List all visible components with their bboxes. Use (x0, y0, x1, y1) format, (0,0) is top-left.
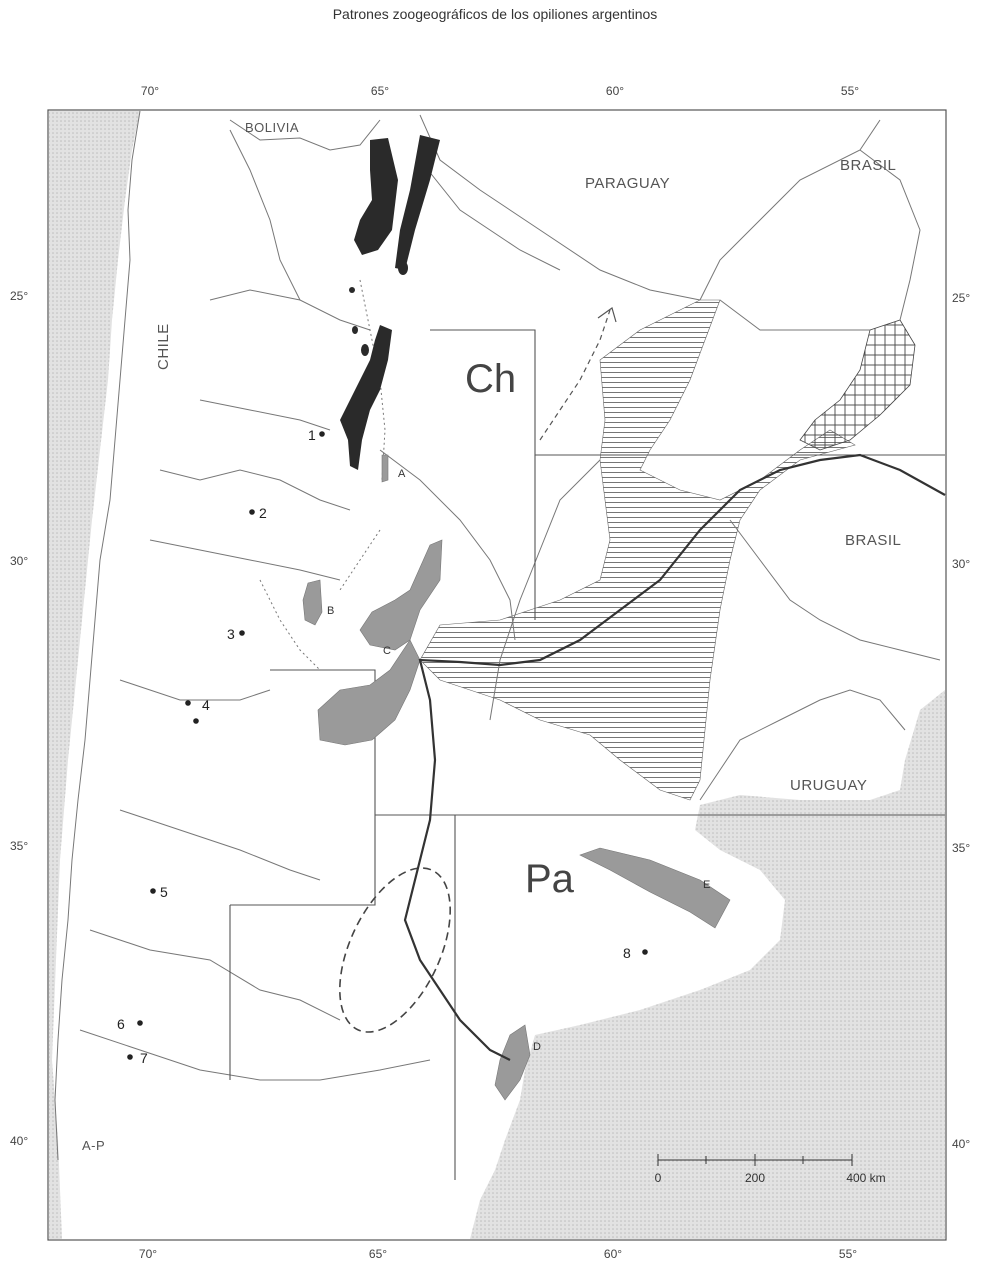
boundaries (54, 110, 941, 1161)
locality-label-1: 1 (308, 427, 316, 443)
area-label-d: D (533, 1041, 541, 1053)
scale-label-0: 0 (655, 1171, 662, 1185)
arrow-marker (539, 307, 617, 441)
lon-tick-bottom-60: 60° (604, 1247, 622, 1261)
region-label-pa: Pa (525, 857, 575, 901)
lat-tick-left-40: 40° (10, 1134, 28, 1148)
lat-tick-right-25: 25° (952, 291, 970, 305)
country-label-uruguay: URUGUAY (790, 777, 867, 794)
locality-dot-4a (185, 700, 191, 706)
locality-dot-2 (249, 509, 255, 515)
country-label-bolivia: BOLIVIA (245, 120, 299, 135)
division-line (403, 453, 946, 1061)
locality-label-5: 5 (160, 884, 168, 900)
locality-dot-5 (150, 888, 156, 894)
crosshatched-area-misiones (799, 319, 916, 451)
scale-label-200: 200 (745, 1171, 765, 1185)
area-label-b: B (327, 605, 334, 617)
scale-label-400km: 400 km (846, 1171, 885, 1185)
lat-tick-right-30: 30° (952, 557, 970, 571)
pacific-sea (49, 111, 140, 1239)
gray-distribution-areas (302, 454, 731, 1101)
area-label-e: E (703, 879, 710, 891)
locality-dot-4b (193, 718, 199, 724)
lon-tick-top-60: 60° (606, 84, 624, 98)
dashed-ellipse-area (339, 867, 451, 1033)
lon-tick-top-70: 70° (141, 84, 159, 98)
map-title: Patrones zoogeográficos de los opiliones… (332, 6, 658, 22)
locality-label-2: 2 (259, 505, 267, 521)
locality-label-7: 7 (140, 1050, 148, 1066)
lat-tick-left-30: 30° (10, 554, 28, 568)
atlantic-sea (470, 690, 945, 1239)
locality-dot-1 (319, 431, 325, 437)
lat-tick-left-35: 35° (10, 839, 28, 853)
country-label-brasil-north: BRASIL (840, 157, 896, 174)
locality-points (127, 431, 648, 1060)
lon-tick-top-55: 55° (841, 84, 859, 98)
lon-tick-bottom-70: 70° (139, 1247, 157, 1261)
country-label-paraguay: PARAGUAY (585, 175, 670, 192)
locality-label-4: 4 (202, 697, 210, 713)
locality-dot-3 (239, 630, 245, 636)
black-distribution-areas (340, 135, 440, 470)
country-label-chile: CHILE (155, 323, 172, 370)
region-label-ap: A-P (82, 1138, 105, 1153)
area-label-c: C (383, 645, 391, 657)
lat-tick-right-40: 40° (952, 1137, 970, 1151)
country-label-brasil-east: BRASIL (845, 532, 901, 549)
lat-tick-left-25: 25° (10, 289, 28, 303)
locality-label-6: 6 (117, 1016, 125, 1032)
lat-tick-right-35: 35° (952, 841, 970, 855)
locality-dot-6 (137, 1020, 143, 1026)
quadrant-boxes (229, 329, 945, 1180)
lon-tick-bottom-65: 65° (369, 1247, 387, 1261)
region-label-ch: Ch (465, 357, 516, 401)
locality-dot-7 (127, 1054, 133, 1060)
lon-tick-top-65: 65° (371, 84, 389, 98)
hatched-area-parana (419, 299, 856, 801)
locality-label-8: 8 (623, 945, 631, 961)
lon-tick-bottom-55: 55° (839, 1247, 857, 1261)
area-label-a: A (398, 468, 406, 480)
locality-label-3: 3 (227, 626, 235, 642)
scale-bar (657, 1154, 853, 1166)
locality-dot-8 (642, 949, 648, 955)
